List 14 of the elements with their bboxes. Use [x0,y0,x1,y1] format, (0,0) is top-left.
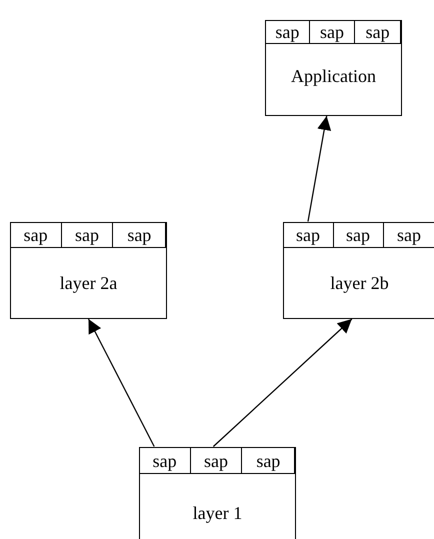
layer-box [10,222,167,319]
box-title: layer 1 [192,503,244,524]
arrow [88,318,155,447]
sap-port: sap [354,20,402,44]
box-title: layer 2b [329,273,390,294]
layer-box [139,447,296,539]
box-title: layer 2a [58,273,118,294]
box-title: Application [290,66,377,87]
arrow [212,318,352,447]
arrow [307,116,332,222]
sap-port: sap [112,222,166,248]
layer-box [265,20,402,116]
layer-box [283,222,434,319]
sap-port: sap [241,446,296,474]
